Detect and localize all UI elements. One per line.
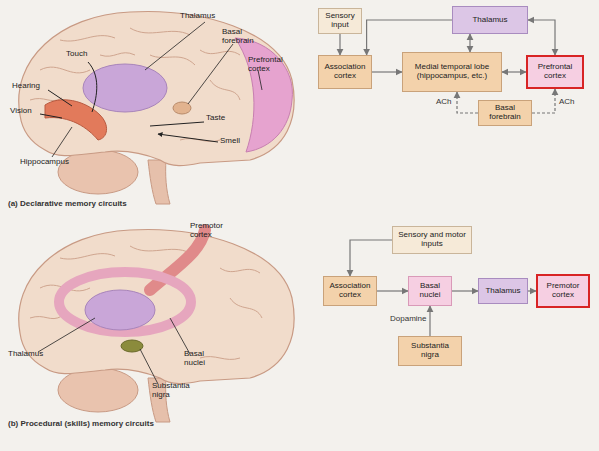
box-text-group: Prefrontal cortex <box>531 63 579 81</box>
part-label: Basal nuclei <box>184 350 220 368</box>
dashed-connector <box>457 92 478 113</box>
process-box: Thalamus <box>478 278 528 304</box>
gyri <box>30 246 262 359</box>
box-text-group: Substantia nigra <box>402 342 458 360</box>
figure-caption: (a) Declarative memory circuits <box>8 200 208 209</box>
box-label: Premotor cortex <box>541 282 585 300</box>
box-label: Prefrontal cortex <box>531 63 579 81</box>
box-text-group: Association cortex <box>322 63 368 81</box>
input-box: Sensory input <box>318 8 362 34</box>
connector-arrow <box>502 71 526 72</box>
hippocampus-region <box>45 100 107 140</box>
connector-arrow <box>429 306 430 336</box>
substantia-nigra-region <box>121 340 143 352</box>
connector-arrow <box>469 34 470 52</box>
box-label: Thalamus <box>485 287 520 296</box>
process-box: Basal nuclei <box>408 276 452 306</box>
leader-lines <box>38 318 190 384</box>
connector-arrow <box>528 20 555 55</box>
basal-nuclei-loop <box>59 272 191 332</box>
box-label: Association cortex <box>327 282 373 300</box>
target-box: Premotor cortex <box>536 274 590 308</box>
process-box: Basal forebrain <box>478 100 532 126</box>
part-label: Hippocampus <box>20 158 90 167</box>
box-label: Association cortex <box>322 63 368 81</box>
part-label: Taste <box>206 114 246 123</box>
box-label: Substantia nigra <box>402 342 458 360</box>
part-label: Touch <box>66 50 106 59</box>
dashed-connector <box>532 89 555 113</box>
connector-arrow <box>367 20 452 55</box>
connector-arrow <box>339 34 340 55</box>
box-text-group: Premotor cortex <box>541 282 585 300</box>
brain-outline <box>19 230 294 384</box>
box-text-group: Thalamus <box>472 16 507 25</box>
box-label: Thalamus <box>472 16 507 25</box>
cerebellum <box>58 368 138 412</box>
edge-label: ACh <box>559 97 575 106</box>
connector-arrow <box>452 290 478 291</box>
thalamus-region <box>85 290 155 330</box>
process-box: Medial temporal lobe (hippocampus, etc.) <box>402 52 502 92</box>
connector-arrow <box>350 240 392 276</box>
box-text-group: Thalamus <box>485 287 520 296</box>
box-text-group: Medial temporal lobe (hippocampus, etc.) <box>406 63 498 81</box>
edge-label: ACh <box>436 97 452 106</box>
part-label: Smell <box>220 137 260 146</box>
part-label: Prefrontal cortex <box>248 56 292 74</box>
connector-arrow <box>377 290 408 291</box>
part-label: Basal forebrain <box>222 28 266 46</box>
box-text-group: Association cortex <box>327 282 373 300</box>
process-box: Association cortex <box>323 276 377 306</box>
part-label: Vision <box>10 107 50 116</box>
box-label: Sensory and motor inputs <box>396 231 468 249</box>
box-label: Basal nuclei <box>412 282 448 300</box>
process-box: Substantia nigra <box>398 336 462 366</box>
process-box: Thalamus <box>452 6 528 34</box>
brain-outline <box>19 12 294 166</box>
figure-caption: (b) Procedural (skills) memory circuits <box>8 420 228 429</box>
declarative-brain <box>19 12 294 204</box>
thalamus-region <box>83 64 167 112</box>
process-box: Association cortex <box>318 55 372 89</box>
edge-label: Dopamine <box>390 314 426 323</box>
part-label: Premotor cortex <box>190 222 234 240</box>
part-label: Hearing <box>12 82 52 91</box>
part-label: Thalamus <box>8 350 58 359</box>
input-box: Sensory and motor inputs <box>392 226 472 254</box>
sense-arrows <box>40 62 218 142</box>
box-label: Basal forebrain <box>482 104 528 122</box>
box-text-group: Sensory and motor inputs <box>396 231 468 249</box>
connector-arrow <box>372 71 402 72</box>
part-label: Substantia nigra <box>152 382 198 400</box>
box-text-group: Basal forebrain <box>482 104 528 122</box>
gyri <box>30 28 240 141</box>
procedural-brain <box>19 230 294 422</box>
box-label: Sensory input <box>322 12 358 30</box>
part-label: Thalamus <box>180 12 240 21</box>
target-box: Prefrontal cortex <box>526 55 584 89</box>
prefrontal-region <box>235 38 292 152</box>
box-text-group: Basal nuclei <box>412 282 448 300</box>
brainstem <box>148 160 170 204</box>
box-text-group: Sensory input <box>322 12 358 30</box>
cerebellum <box>58 150 138 194</box>
connector-arrow <box>528 290 536 291</box>
box-label: Medial temporal lobe (hippocampus, etc.) <box>406 63 498 81</box>
